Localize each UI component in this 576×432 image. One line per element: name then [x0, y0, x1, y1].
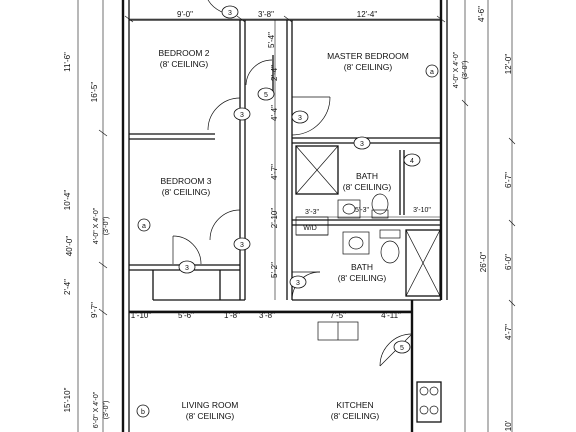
dim-left-11-6: 11'-6": [63, 52, 72, 72]
win-living-sub: (3'-0"): [103, 401, 110, 420]
bath2-ceiling: (8' CEILING): [338, 273, 387, 283]
bath2-name: BATH: [351, 262, 373, 272]
svg-text:3: 3: [240, 112, 244, 119]
dim-bottom-3-8: 3'-8": [259, 311, 275, 320]
dim-hall-5-4: 5'-4": [267, 32, 276, 48]
dim-right-10: 10': [504, 420, 513, 431]
svg-text:5: 5: [264, 92, 268, 99]
horizontal-dims: 9'-0" 3'-8" 12'-4" 3'-3" 5'-3" 3'-10" 1'…: [131, 10, 432, 320]
bath1-name: BATH: [356, 171, 378, 181]
tag-a-bed3: a: [137, 218, 151, 232]
svg-text:3: 3: [228, 10, 232, 17]
win-master: 4'-0" X 4'-0": [453, 51, 460, 88]
win-master-sub: (3'-0"): [462, 61, 469, 80]
tag-three-closet: 3: [178, 260, 196, 274]
dim-left-2-4: 2'-4": [63, 279, 72, 295]
dim-bottom-5-6: 5'-6": [178, 311, 194, 320]
tag-three-master-door: 3: [291, 110, 309, 124]
tag-five-hall: 5: [257, 87, 275, 101]
bath1-ceiling: (8' CEILING): [343, 182, 392, 192]
win-bed3-sub: (3'-0"): [103, 217, 110, 236]
room-labels: BEDROOM 2 (8' CEILING) MASTER BEDROOM (8…: [158, 48, 408, 421]
tag-three-bed2-door: 3: [233, 107, 251, 121]
svg-text:4: 4: [410, 158, 414, 165]
svg-text:a: a: [430, 69, 434, 76]
tag-a-master: a: [425, 64, 439, 78]
bedroom2-name: BEDROOM 2: [158, 48, 209, 58]
master-name: MASTER BEDROOM: [327, 51, 409, 61]
svg-text:3: 3: [360, 141, 364, 148]
svg-text:3: 3: [296, 280, 300, 287]
svg-text:3: 3: [298, 115, 302, 122]
tag-three-top: 3: [221, 5, 239, 19]
dim-right-26-0: 26'-0": [479, 252, 488, 273]
master-ceiling: (8' CEILING): [344, 62, 393, 72]
dim-left-16-5: 16'-5": [90, 82, 99, 103]
svg-text:a: a: [142, 223, 146, 230]
dim-left-40-0: 40'-0": [65, 236, 74, 257]
living-name: LIVING ROOM: [182, 400, 239, 410]
kitchen-ceiling: (8' CEILING): [331, 411, 380, 421]
dim-closet-3-10: 3'-10": [413, 207, 431, 214]
dim-bottom-1-10: 1'-10": [131, 311, 152, 320]
dim-bottom-1-8: 1'-8": [224, 311, 240, 320]
dim-top-hall: 3'-8": [258, 10, 274, 19]
svg-text:3: 3: [185, 265, 189, 272]
dim-right-4-6: 4'-6": [477, 6, 486, 22]
dim-hall-5-2: 5'-2": [270, 262, 279, 278]
dim-hall-2-4: 2'-4": [270, 65, 279, 81]
svg-text:5: 5: [400, 345, 404, 352]
tag-four-closet: 4: [403, 153, 421, 167]
dim-bottom-7-5: 7'-5": [330, 311, 346, 320]
dim-hall-4-4: 4'-4": [270, 105, 279, 121]
tag-three-bed3-door: 3: [233, 237, 251, 251]
living-ceiling: (8' CEILING): [186, 411, 235, 421]
kitchen-name: KITCHEN: [336, 400, 373, 410]
bedroom3-name: BEDROOM 3: [160, 176, 211, 186]
bedroom3-ceiling: (8' CEILING): [162, 187, 211, 197]
tags: 3 5 3 3 3 4 a 3: [136, 5, 439, 418]
dim-top-master: 12'-4": [357, 10, 378, 19]
dim-closet-3-3: 3'-3": [305, 209, 319, 216]
dim-hall-4-7: 4'-7": [270, 164, 279, 180]
wd-label: W/D: [303, 225, 317, 232]
dim-left-15-10: 15'-10": [63, 387, 72, 412]
dim-right-6-7: 6'-7": [504, 172, 513, 188]
tag-three-bath1: 3: [353, 136, 371, 150]
dim-left-10-4: 10'-4": [63, 190, 72, 211]
win-bed3: 4'-0" X 4'-0": [93, 207, 100, 244]
dim-bottom-4-11: 4'-11": [381, 311, 401, 320]
svg-text:3: 3: [240, 242, 244, 249]
dim-closet-5-3: 5'-3": [355, 207, 369, 214]
dim-right-6-0: 6'-0": [504, 254, 513, 270]
bedroom2-ceiling: (8' CEILING): [160, 59, 209, 69]
dim-hall-2-10: 2'-10": [270, 208, 279, 229]
dim-top-bed2: 9'-0": [177, 10, 193, 19]
tag-five-kitchen: 5: [393, 340, 411, 354]
dim-left-9-7: 9'-7": [90, 302, 99, 318]
svg-text:b: b: [141, 409, 145, 416]
fixtures: [295, 145, 442, 423]
dimension-lines: [77, 0, 516, 432]
win-living: 6'-0" X 4'-0": [93, 391, 100, 428]
tag-b-living: b: [136, 404, 150, 418]
vertical-dims: 11'-6" 16'-5" 40'-0" 10'-4" 2'-4" 9'-7" …: [63, 6, 513, 431]
dim-right-4-7: 4'-7": [504, 324, 513, 340]
dim-right-12-0: 12'-0": [504, 54, 513, 75]
tag-three-bath2-door: 3: [289, 275, 307, 289]
